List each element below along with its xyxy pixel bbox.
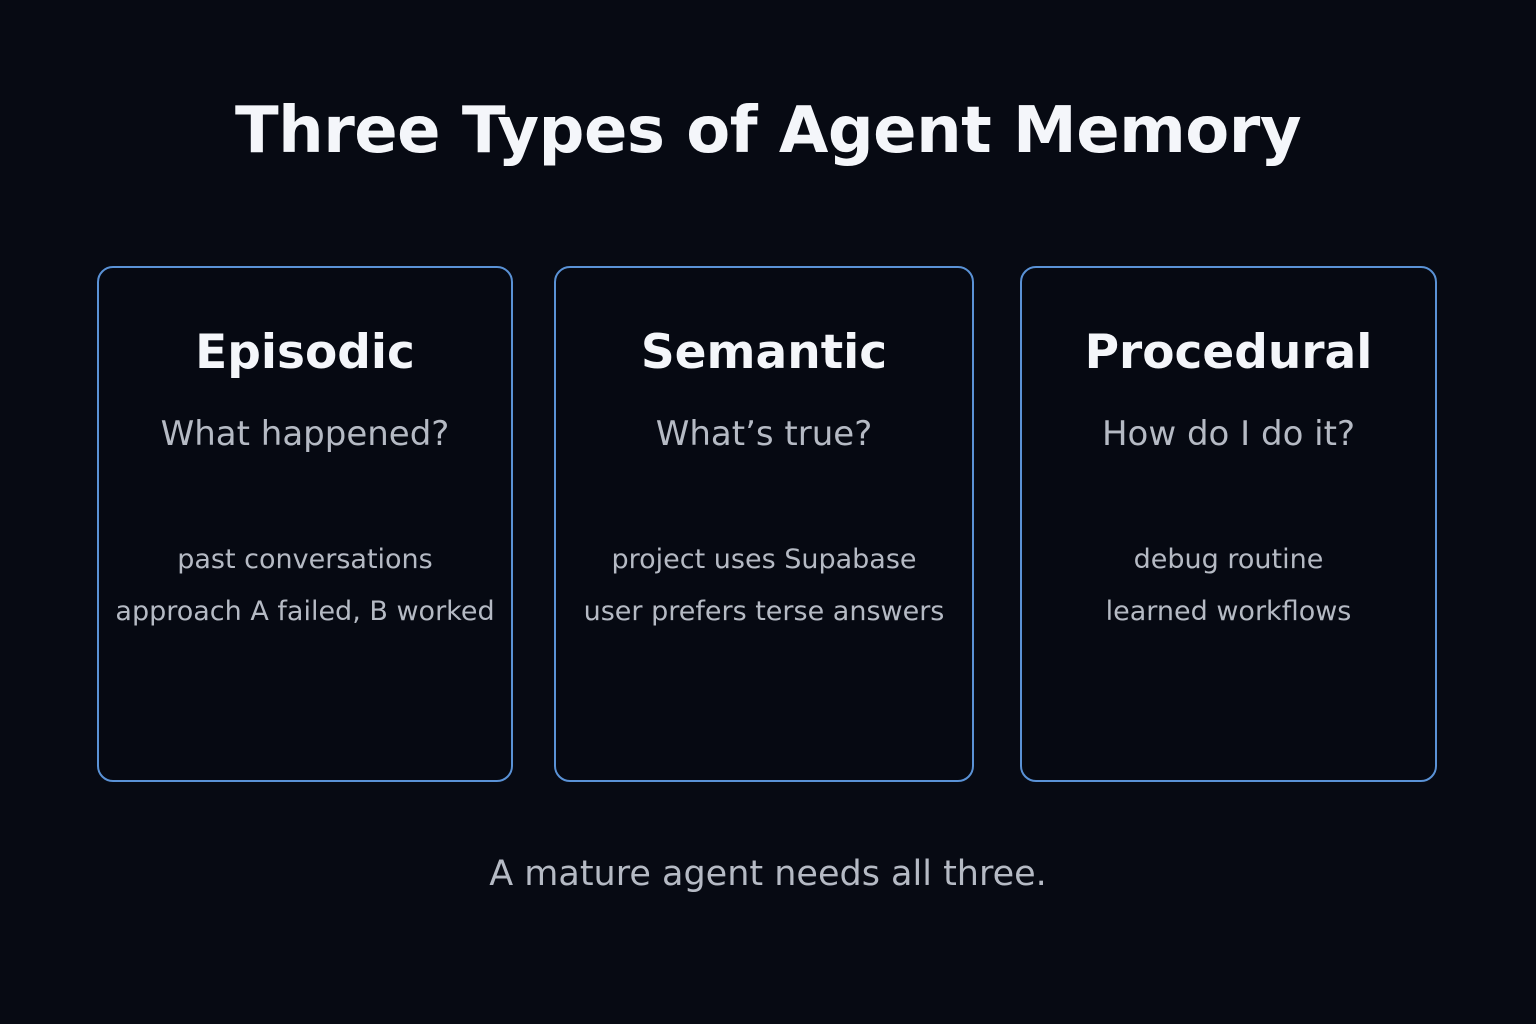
card-heading: Episodic — [195, 325, 415, 380]
card-examples: past conversations approach A failed, B … — [99, 534, 511, 638]
card-episodic: Episodic What happened? past conversatio… — [97, 266, 513, 782]
card-example: approach A failed, B worked — [115, 596, 495, 627]
card-example: debug routine — [1133, 544, 1324, 575]
card-procedural: Procedural How do I do it? debug routine… — [1020, 266, 1437, 782]
card-example: learned workflows — [1105, 596, 1352, 627]
card-question: What happened? — [160, 414, 450, 454]
card-example: project uses Supabase — [611, 544, 917, 575]
card-example: past conversations — [177, 544, 433, 575]
card-question: What’s true? — [655, 414, 873, 454]
card-heading: Semantic — [640, 325, 888, 380]
footer-note: A mature agent needs all three. — [489, 854, 1047, 894]
page-title: Three Types of Agent Memory — [234, 94, 1302, 168]
card-example: user prefers terse answers — [583, 596, 945, 627]
card-question: How do I do it? — [1101, 414, 1356, 454]
card-examples: project uses Supabase user prefers terse… — [556, 534, 972, 638]
card-heading: Procedural — [1084, 325, 1373, 380]
card-semantic: Semantic What’s true? project uses Supab… — [554, 266, 974, 782]
card-examples: debug routine learned workflows — [1022, 534, 1435, 638]
